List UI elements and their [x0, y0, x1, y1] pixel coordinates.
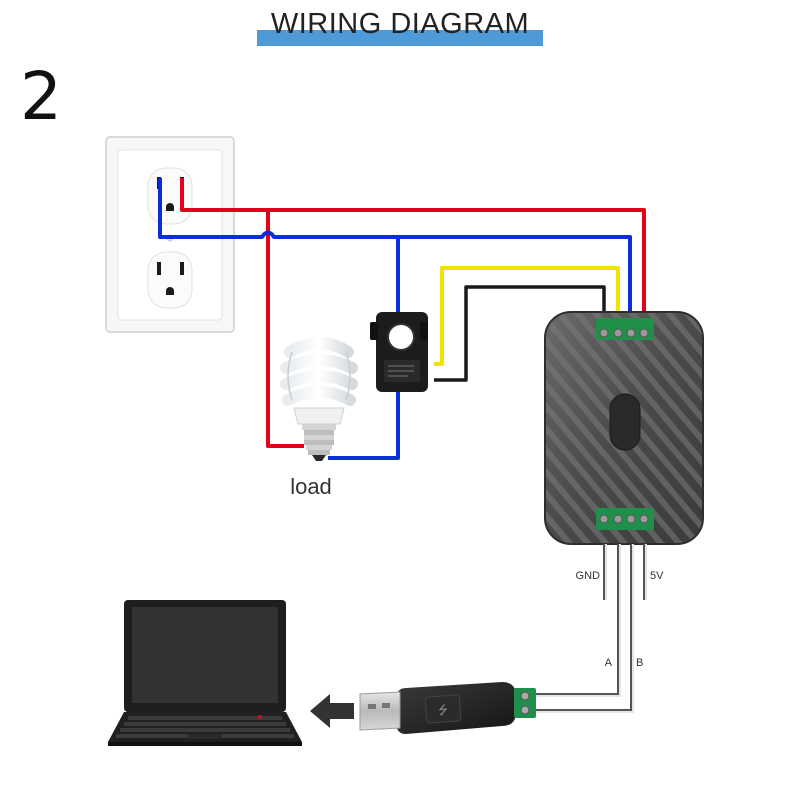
- current-transformer-clamp: [370, 312, 428, 392]
- usb-rs485-adapter: ⭍: [359, 682, 536, 734]
- laptop: [108, 600, 302, 746]
- live-wire: [180, 178, 646, 448]
- rs485-wires: [524, 544, 647, 713]
- load-label: load: [290, 474, 332, 499]
- title-underline-bar: [257, 30, 543, 46]
- input-terminal-block: [596, 318, 654, 340]
- neutral-wire: [158, 178, 632, 460]
- step-number: 2: [20, 58, 62, 135]
- adapter-terminal: [514, 688, 536, 718]
- ct-wire-black: [434, 285, 606, 382]
- pin-label-5v: 5V: [650, 570, 664, 582]
- arrow-left-icon: [310, 694, 354, 728]
- diagram-title: WIRING DIAGRAM: [270, 8, 530, 40]
- usb-symbol-icon: ⭍: [438, 703, 449, 718]
- pin-label-a: A: [605, 657, 613, 669]
- ct-wire-yellow: [434, 266, 620, 366]
- trackpoint: [258, 715, 262, 719]
- wall-outlet: [105, 136, 235, 333]
- pin-label-b: B: [636, 657, 643, 669]
- output-terminal-block: [596, 508, 654, 530]
- pin-label-gnd: GND: [576, 570, 601, 582]
- cfl-bulb: [280, 337, 358, 461]
- energy-meter-module: [544, 311, 704, 545]
